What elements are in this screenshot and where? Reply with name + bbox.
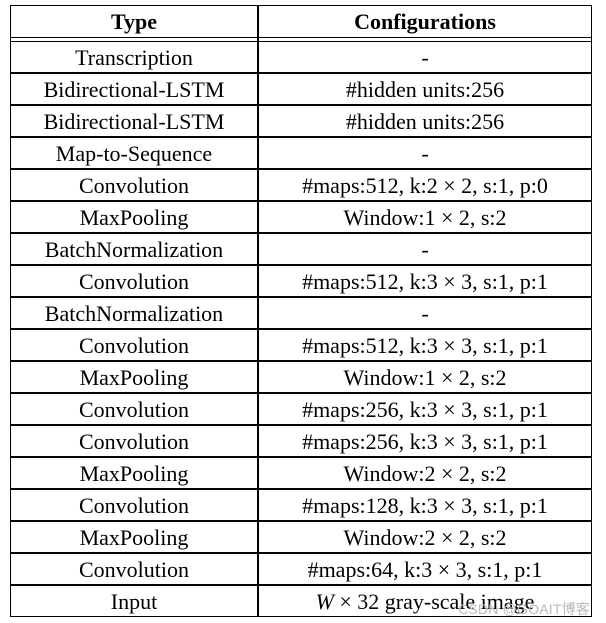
cell-configuration: #hidden units:256 <box>258 73 592 105</box>
cell-layer-type: Convolution <box>10 329 258 361</box>
cell-layer-type: Convolution <box>10 425 258 457</box>
cell-layer-type: Map-to-Sequence <box>10 137 258 169</box>
table-row: Convolution#maps:256, k:3 × 3, s:1, p:1 <box>10 425 592 457</box>
cell-layer-type: Transcription <box>10 41 258 73</box>
cell-configuration: #maps:128, k:3 × 3, s:1, p:1 <box>258 489 592 521</box>
cell-configuration: Window:1 × 2, s:2 <box>258 361 592 393</box>
cell-layer-type: MaxPooling <box>10 201 258 233</box>
cell-configuration: - <box>258 297 592 329</box>
table-row: Bidirectional-LSTM#hidden units:256 <box>10 73 592 105</box>
cell-configuration: #maps:64, k:3 × 3, s:1, p:1 <box>258 553 592 585</box>
cell-configuration: Window:2 × 2, s:2 <box>258 457 592 489</box>
cell-configuration: #hidden units:256 <box>258 105 592 137</box>
table-row: Convolution#maps:256, k:3 × 3, s:1, p:1 <box>10 393 592 425</box>
header-double-rule <box>10 38 592 41</box>
cell-layer-type: Convolution <box>10 393 258 425</box>
watermark-text: CSDN @GOAIT博客 <box>458 601 590 617</box>
cell-layer-type: Convolution <box>10 169 258 201</box>
table-row: Convolution#maps:512, k:2 × 2, s:1, p:0 <box>10 169 592 201</box>
cell-configuration: #maps:256, k:3 × 3, s:1, p:1 <box>258 393 592 425</box>
cell-layer-type: MaxPooling <box>10 457 258 489</box>
table-header-row: Type Configurations <box>10 5 592 38</box>
cell-layer-type: BatchNormalization <box>10 233 258 265</box>
cell-configuration: #maps:512, k:3 × 3, s:1, p:1 <box>258 265 592 297</box>
table-row: Map-to-Sequence- <box>10 137 592 169</box>
table-row: Convolution#maps:512, k:3 × 3, s:1, p:1 <box>10 265 592 297</box>
network-config-table: Type Configurations Transcription-Bidire… <box>10 5 592 617</box>
cell-layer-type: Input <box>10 585 258 617</box>
table-row: BatchNormalization- <box>10 297 592 329</box>
cell-layer-type: Bidirectional-LSTM <box>10 73 258 105</box>
cell-layer-type: Convolution <box>10 489 258 521</box>
table-row: Bidirectional-LSTM#hidden units:256 <box>10 105 592 137</box>
network-config-table-container: Type Configurations Transcription-Bidire… <box>10 5 592 617</box>
table-body: Transcription-Bidirectional-LSTM#hidden … <box>10 38 592 617</box>
table-row: Transcription- <box>10 41 592 73</box>
cell-layer-type: Convolution <box>10 553 258 585</box>
cell-configuration: Window:1 × 2, s:2 <box>258 201 592 233</box>
header-configurations: Configurations <box>258 5 592 38</box>
cell-layer-type: Convolution <box>10 265 258 297</box>
cell-configuration: Window:2 × 2, s:2 <box>258 521 592 553</box>
cell-configuration: - <box>258 41 592 73</box>
table-row: Convolution#maps:64, k:3 × 3, s:1, p:1 <box>10 553 592 585</box>
cell-layer-type: Bidirectional-LSTM <box>10 105 258 137</box>
header-type: Type <box>10 5 258 38</box>
cell-configuration: - <box>258 137 592 169</box>
table-row: Convolution#maps:512, k:3 × 3, s:1, p:1 <box>10 329 592 361</box>
cell-configuration: #maps:512, k:2 × 2, s:1, p:0 <box>258 169 592 201</box>
cell-configuration: #maps:512, k:3 × 3, s:1, p:1 <box>258 329 592 361</box>
cell-configuration: - <box>258 233 592 265</box>
table-row: Convolution#maps:128, k:3 × 3, s:1, p:1 <box>10 489 592 521</box>
cell-layer-type: BatchNormalization <box>10 297 258 329</box>
cell-layer-type: MaxPooling <box>10 361 258 393</box>
cell-configuration: #maps:256, k:3 × 3, s:1, p:1 <box>258 425 592 457</box>
cell-layer-type: MaxPooling <box>10 521 258 553</box>
table-row: BatchNormalization- <box>10 233 592 265</box>
cell-configuration: W × 32 gray-scale image <box>258 585 592 617</box>
